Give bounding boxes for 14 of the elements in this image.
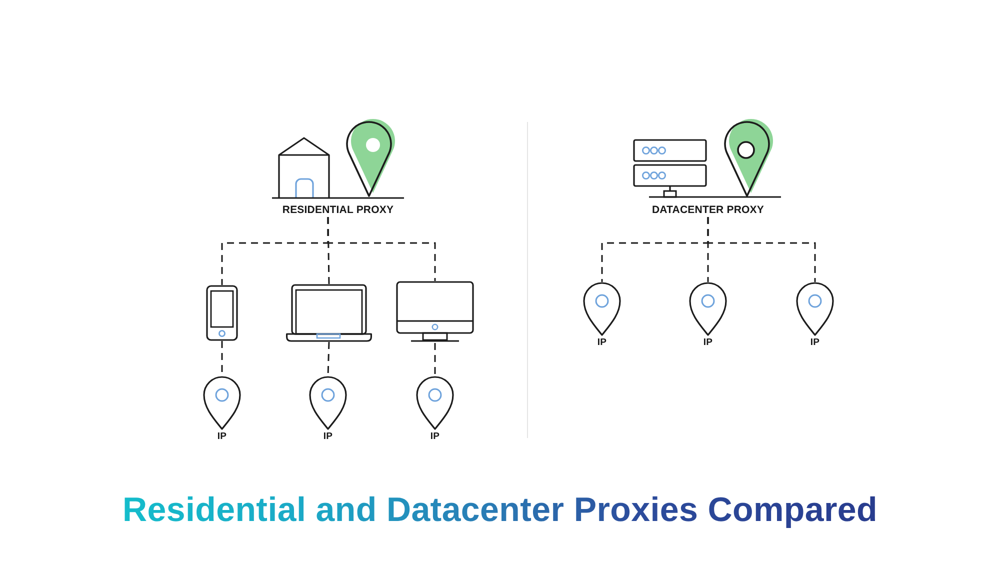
laptop-drawing [286, 284, 372, 342]
ip-label: IP [323, 431, 333, 443]
smartphone-drawing [206, 285, 238, 341]
proxy-type-label: DATACENTER PROXY [652, 203, 764, 217]
ip-label: IP [430, 431, 440, 443]
proxy-type-label: RESIDENTIAL PROXY [282, 203, 394, 217]
dashed-connector [434, 343, 436, 376]
ip-label: IP [217, 431, 227, 443]
ip-label: IP [810, 337, 820, 349]
dashed-connector [707, 217, 816, 282]
ip-label: IP [597, 337, 607, 349]
desktop-monitor-drawing [396, 281, 474, 343]
ip-label: IP [703, 337, 713, 349]
dashed-connector [327, 217, 436, 281]
